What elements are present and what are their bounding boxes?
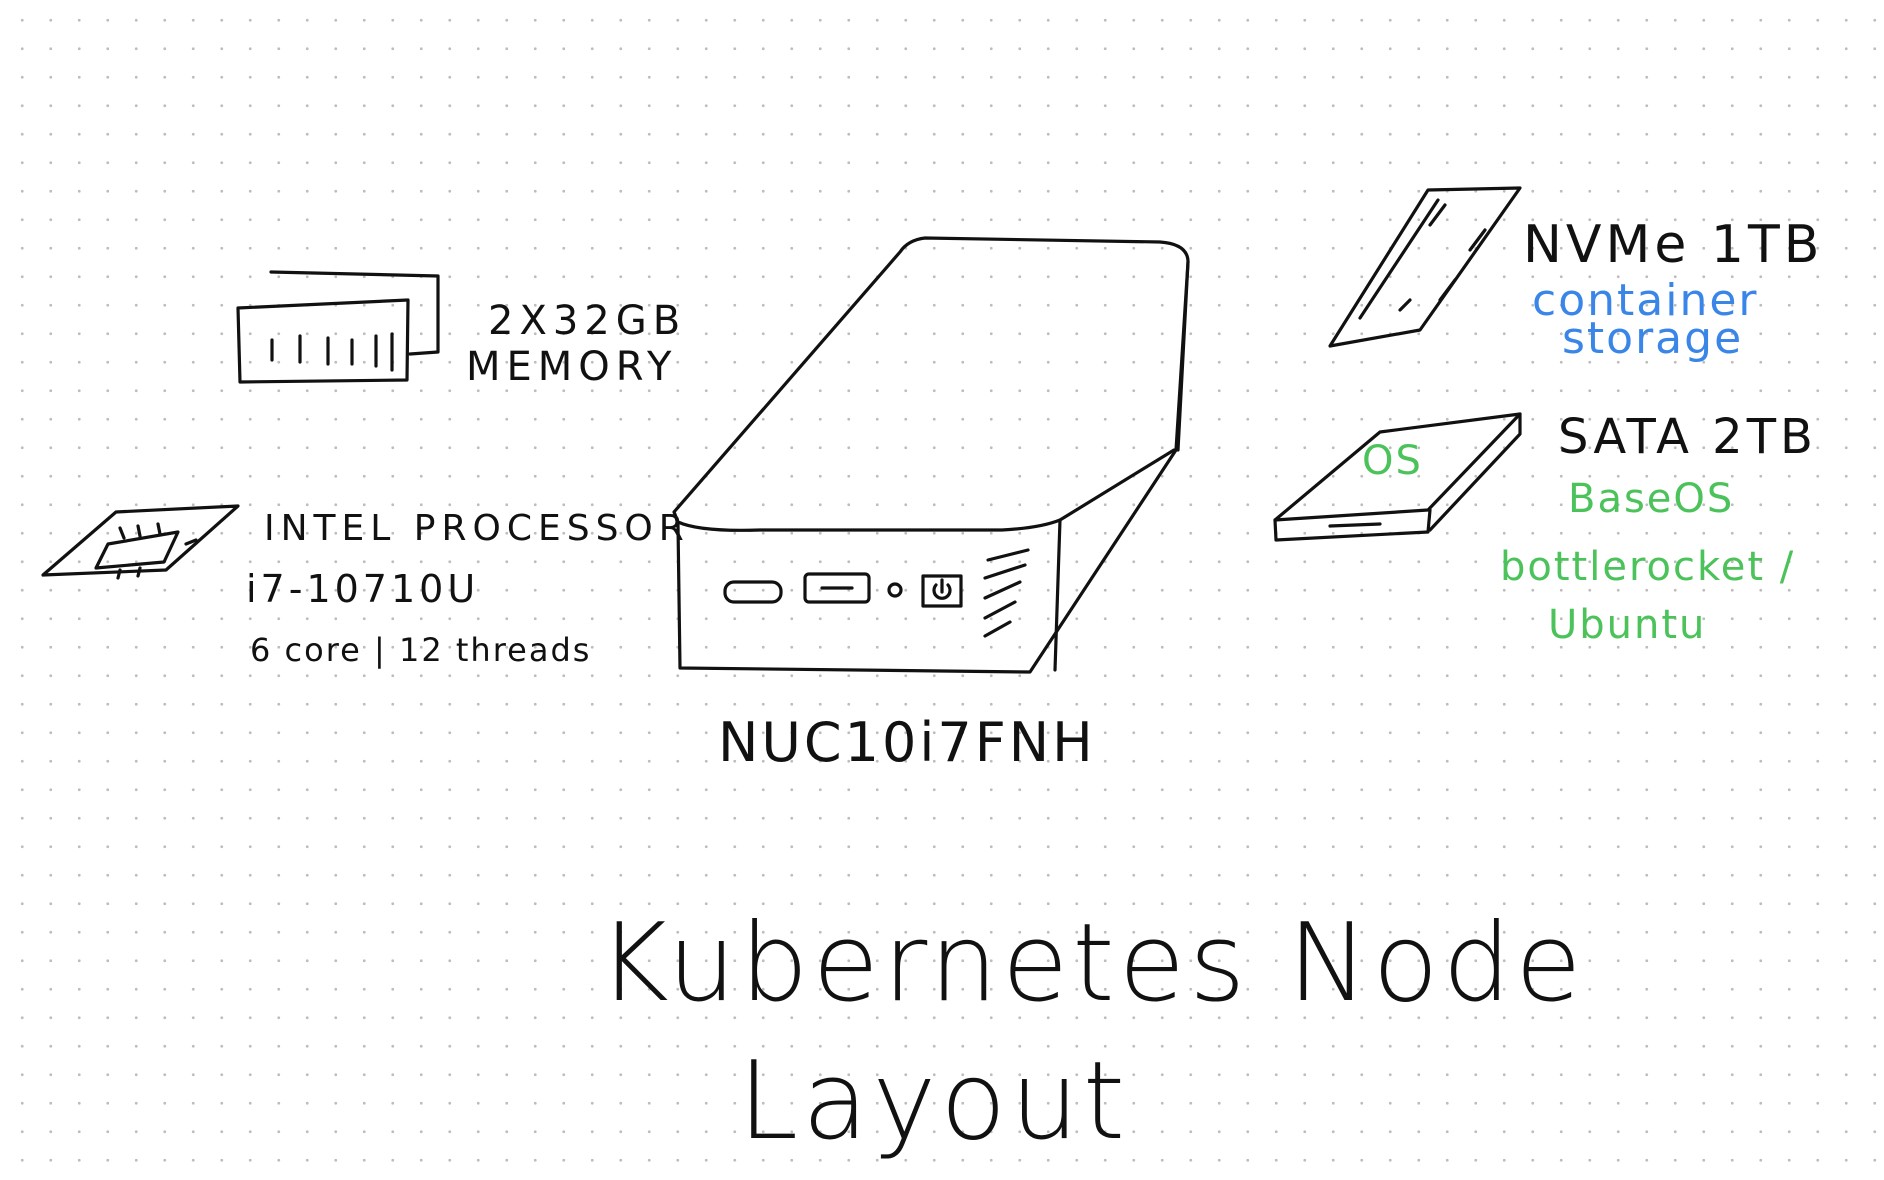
- sata-disk-os-label: OS: [1362, 438, 1423, 484]
- sata-bottlerocket-label: bottlerocket /: [1500, 544, 1796, 590]
- sata-drive-icon: [1273, 412, 1522, 542]
- sata-ubuntu-label: Ubuntu: [1548, 602, 1707, 648]
- nvme-purpose-line2: storage: [1562, 313, 1744, 364]
- nuc-device-icon: [672, 236, 1190, 674]
- nvme-title-label: NVMe 1TB: [1523, 215, 1824, 275]
- processor-cores-label: 6 core | 12 threads: [250, 631, 592, 669]
- processor-icon: [41, 504, 240, 580]
- diagram-title-line2: Layout: [738, 1039, 1130, 1164]
- processor-model-label: i7-10710U: [246, 567, 480, 611]
- nvme-drive-icon: [1328, 186, 1522, 348]
- sata-baseos-label: BaseOS: [1568, 476, 1735, 522]
- device-model-label: NUC10i7FNH: [718, 711, 1096, 774]
- memory-label: MEMORY: [466, 344, 678, 390]
- processor-brand-label: INTEL PROCESSOR: [264, 508, 690, 549]
- nvme-purpose-line1: container: [1532, 275, 1759, 326]
- memory-icon: [236, 270, 440, 384]
- memory-size-label: 2X32GB: [488, 298, 687, 344]
- sata-title-label: SATA 2TB: [1558, 409, 1817, 465]
- diagram-title-line1: Kubernetes Node: [598, 901, 1586, 1026]
